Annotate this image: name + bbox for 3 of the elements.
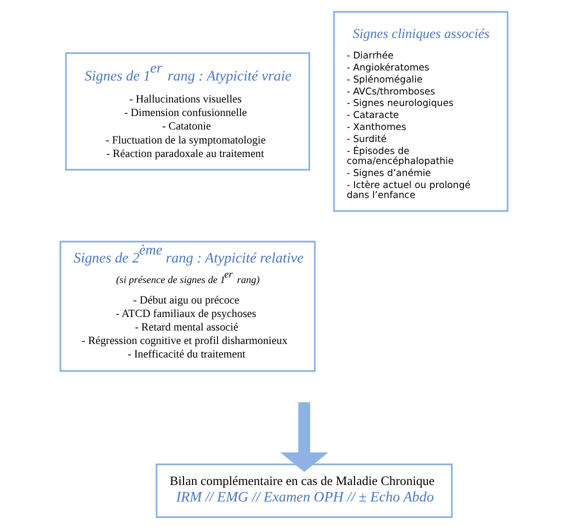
arrow xyxy=(280,402,328,472)
node-box: Signes cliniques associés - Diarrhée - Angiokératomes - Splénomégalie - AVCs/thromboses - Signes neurologiques - Cataracte - Xanthomes - Surdité - Épisodes de coma/encéphalopathie - Signes d’anémie - Ictère actuel ou prolongé dans l’enfance xyxy=(333,11,508,212)
node-box: Bilan complémentaire en cas de Maladie Chronique IRM // EMG // Examen OPH // ± Echo Abdo xyxy=(156,464,453,518)
